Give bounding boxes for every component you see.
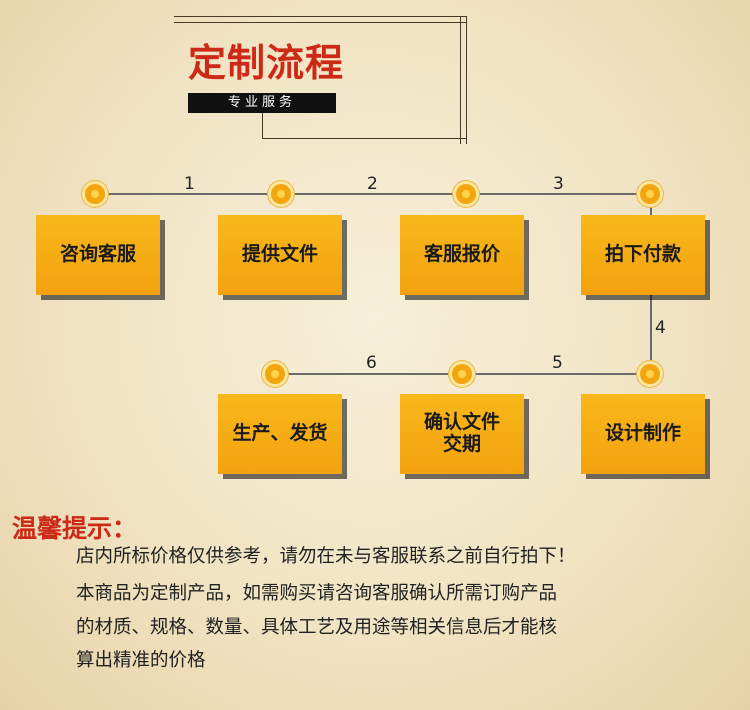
frame-line-bottom [262, 138, 467, 139]
tips-title: 温馨提示： [12, 514, 138, 543]
tip-line: 的材质、规格、数量、具体工艺及用途等相关信息后才能核 [76, 617, 558, 638]
step-consult-service: 咨询客服 [36, 215, 160, 295]
step-number-5: 5 [552, 353, 563, 373]
step-provide-files: 提供文件 [218, 215, 342, 295]
step-dot [640, 364, 660, 384]
step-dot [271, 184, 291, 204]
step-dot [456, 184, 476, 204]
connector-line-top [94, 193, 650, 195]
tip-line: 算出精准的价格 [76, 650, 206, 671]
page-title: 定制流程 [188, 41, 345, 85]
frame-line-top-2 [174, 22, 466, 23]
frame-line-top [174, 16, 466, 17]
frame-line-right [460, 16, 461, 144]
step-service-quote: 客服报价 [400, 215, 524, 295]
step-number-1: 1 [184, 174, 195, 194]
tip-line: 店内所标价格仅供参考，请勿在未与客服联系之前自行拍下！ [76, 546, 576, 567]
step-dot [85, 184, 105, 204]
frame-line-right-2 [466, 16, 467, 144]
step-place-order: 拍下付款 [581, 215, 705, 295]
tip-line: 本商品为定制产品，如需购买请咨询客服确认所需订购产品 [76, 583, 558, 604]
step-number-2: 2 [367, 174, 378, 194]
step-production-shipping: 生产、发货 [218, 394, 342, 474]
step-confirm-files-delivery: 确认文件 交期 [400, 394, 524, 474]
step-number-4: 4 [655, 318, 666, 338]
step-design-production: 设计制作 [581, 394, 705, 474]
step-dot [640, 184, 660, 204]
step-dot [452, 364, 472, 384]
step-dot [265, 364, 285, 384]
step-number-6: 6 [366, 353, 377, 373]
page-subtitle: 专业服务 [188, 93, 336, 113]
frame-line-left [262, 104, 263, 139]
step-number-3: 3 [553, 174, 564, 194]
